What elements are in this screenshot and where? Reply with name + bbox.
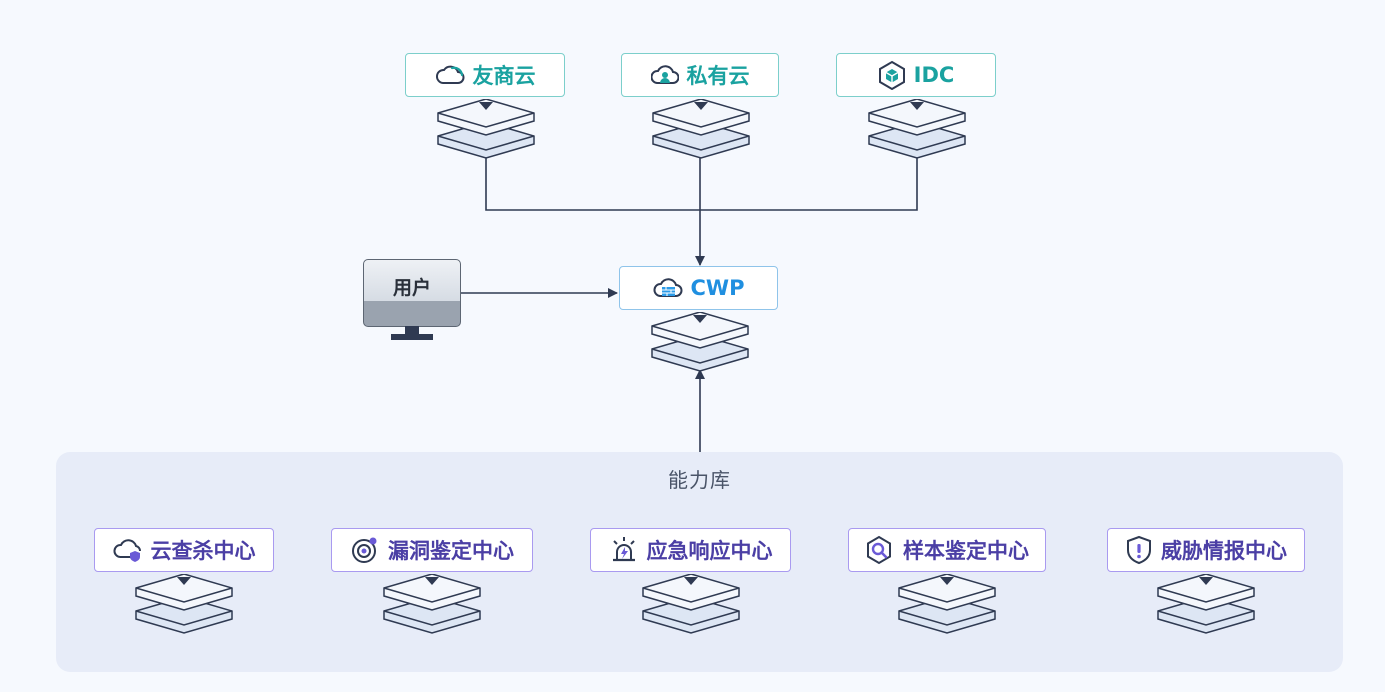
capability-label: 样本鉴定中心: [903, 539, 1029, 563]
threat-shield-icon: [1127, 535, 1151, 565]
source-label: IDC: [913, 63, 955, 87]
cloud-firewall-icon: [653, 278, 682, 297]
vulnerability-target-icon: [352, 537, 377, 563]
idc-cube-icon: [878, 60, 905, 90]
source-label: 私有云: [686, 64, 750, 88]
merge-connector: [485, 156, 918, 211]
capability-label: 云查杀中心: [150, 539, 256, 563]
capability-node-vulnerability: 漏洞鉴定中心: [331, 528, 533, 572]
source-node-private-cloud: 私有云: [621, 53, 779, 97]
capability-library-title: 能力库: [668, 468, 731, 492]
user-monitor: 用户: [363, 259, 461, 343]
cloud-shield-icon: [113, 539, 141, 562]
layer-stack-icon: [135, 574, 233, 634]
layer-stack-icon: [1157, 574, 1255, 634]
layer-stack-icon: [868, 99, 966, 159]
capability-label: 威胁情报中心: [1161, 539, 1287, 563]
capability-label: 漏洞鉴定中心: [388, 539, 514, 563]
source-node-idc: IDC: [836, 53, 996, 97]
source-label: 友商云: [472, 64, 536, 88]
user-label: 用户: [392, 277, 431, 299]
source-node-partner-cloud: 友商云: [405, 53, 565, 97]
cloud-icon: [435, 65, 464, 84]
capability-node-threat-intel: 威胁情报中心: [1107, 528, 1305, 572]
layer-stack-icon: [651, 312, 749, 372]
layer-stack-icon: [642, 574, 740, 634]
cwp-node: CWP: [619, 266, 778, 310]
cwp-label: CWP: [690, 276, 745, 300]
layer-stack-icon: [437, 99, 535, 159]
capability-node-sample: 样本鉴定中心: [848, 528, 1046, 572]
private-cloud-icon: [650, 65, 679, 84]
sample-search-icon: [867, 535, 891, 565]
layer-stack-icon: [898, 574, 996, 634]
layer-stack-icon: [652, 99, 750, 159]
capability-label: 应急响应中心: [646, 539, 773, 563]
emergency-alarm-icon: [612, 537, 635, 562]
capability-node-cloud-scan: 云查杀中心: [94, 528, 274, 572]
capability-node-emergency: 应急响应中心: [590, 528, 791, 572]
monitor-icon: [363, 259, 461, 327]
layer-stack-icon: [383, 574, 481, 634]
